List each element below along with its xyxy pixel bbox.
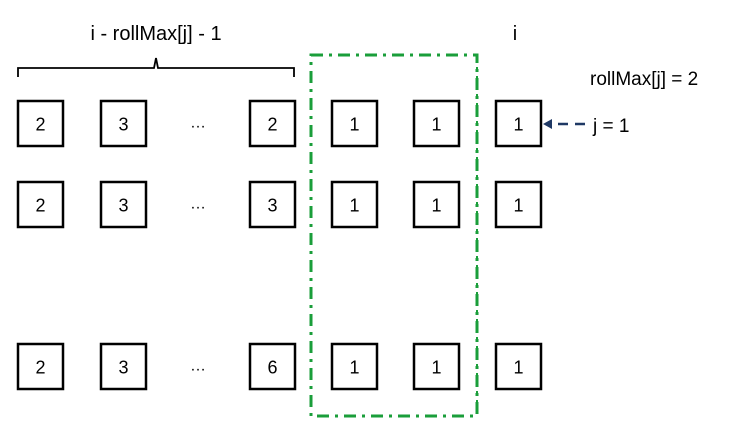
cell-box [248,180,297,229]
grid-row: 2 3 6 1 1 1 … [16,342,543,391]
cell-box [248,99,297,148]
cell-value: 1 [349,196,359,216]
cell-value: 2 [35,358,45,378]
grid-cell: 3 [99,99,148,148]
cell-box [99,342,148,391]
cell-value: 1 [513,196,523,216]
cell-value: 1 [513,358,523,378]
grid-cell: 1 [494,99,543,148]
cell-box [494,342,543,391]
cell-value: 1 [349,358,359,378]
grid-cell: 1 [494,180,543,229]
cell-box [248,342,297,391]
grid-cell: 6 [248,342,297,391]
cell-grid: 2 3 2 1 1 1 … 2 3 3 1 1 1 … 2 3 6 1 1 1 … [16,99,543,391]
cell-value: 3 [118,115,128,135]
grid-cell: 3 [99,180,148,229]
grid-cell: 2 [248,99,297,148]
grid-cell: 1 [330,99,379,148]
cell-value: 1 [431,358,441,378]
cell-value: 1 [431,196,441,216]
grid-row: 2 3 3 1 1 1 … [16,180,543,229]
cell-box [494,180,543,229]
cell-box [494,99,543,148]
cell-box [412,99,461,148]
j-label: j = 1 [592,116,629,137]
cell-box [99,99,148,148]
cell-value: 6 [267,358,277,378]
cell-box [330,99,379,148]
grid-row: 2 3 2 1 1 1 … [16,99,543,148]
cell-value: 3 [118,358,128,378]
ellipsis-text: … [190,358,206,375]
grid-cell: 1 [412,180,461,229]
cell-box [16,99,65,148]
grid-cell: 1 [412,99,461,148]
cell-box [99,180,148,229]
cell-value: 2 [35,196,45,216]
highlight-window-box [309,53,479,418]
grid-cell: 2 [16,99,65,148]
cell-value: 3 [267,196,277,216]
cell-value: 1 [349,115,359,135]
arrow-head-icon [543,119,552,129]
cell-box [16,180,65,229]
grid-cell: 1 [412,342,461,391]
cell-box [412,180,461,229]
cell-box [16,342,65,391]
rollmax-label: rollMax[j] = 2 [590,69,698,90]
grid-cell: 1 [330,342,379,391]
grid-cell: 1 [494,342,543,391]
ellipsis-text: … [190,196,206,213]
arrow-to-cell [543,119,585,129]
cell-value: 1 [513,115,523,135]
grid-cell: 2 [16,180,65,229]
cell-value: 3 [118,196,128,216]
grid-cell: 1 [330,180,379,229]
cell-value: 2 [35,115,45,135]
curly-bracket [17,57,295,77]
cell-value: 2 [267,115,277,135]
grid-cell: 3 [248,180,297,229]
cell-box [330,180,379,229]
grid-cell: 2 [16,342,65,391]
bracket-label: i - rollMax[j] - 1 [90,23,221,45]
cell-box [330,342,379,391]
grid-cell: 3 [99,342,148,391]
cell-value: 1 [431,115,441,135]
ellipsis-text: … [190,115,206,132]
cell-box [412,342,461,391]
column-label-i: i [513,23,517,45]
